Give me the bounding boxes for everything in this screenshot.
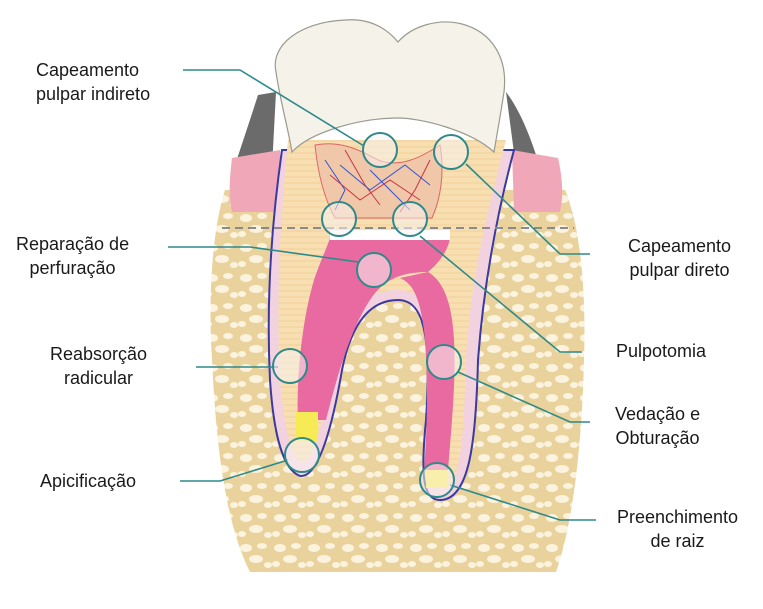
label-apexification: Apicificação [40,469,136,493]
marker-indirect-pulp-capping [363,133,397,167]
gingiva-right [512,150,562,212]
label-root-resorption: Reabsorção radicular [50,342,147,390]
marker-pulpotomy-right [393,202,427,236]
marker-perforation-repair [357,253,391,287]
marker-direct-pulp-capping [434,135,468,169]
label-pulpotomy: Pulpotomia [616,339,706,363]
enamel-crown [275,20,504,152]
label-perforation-repair: Reparação de perfuração [16,232,129,280]
marker-root-resorption [273,349,307,383]
marker-apexification [285,438,319,472]
label-direct-pulp-capping: Capeamento pulpar direto [628,234,731,282]
label-root-filling: Preenchimento de raiz [617,505,738,553]
label-sealing-obturation: Vedação e Obturação [615,402,700,450]
gingiva-left [230,150,282,212]
marker-root-filling [420,463,454,497]
label-indirect-pulp-capping: Capeamento pulpar indireto [36,58,150,106]
marker-pulpotomy-left [322,202,356,236]
marker-sealing-obturation [427,345,461,379]
